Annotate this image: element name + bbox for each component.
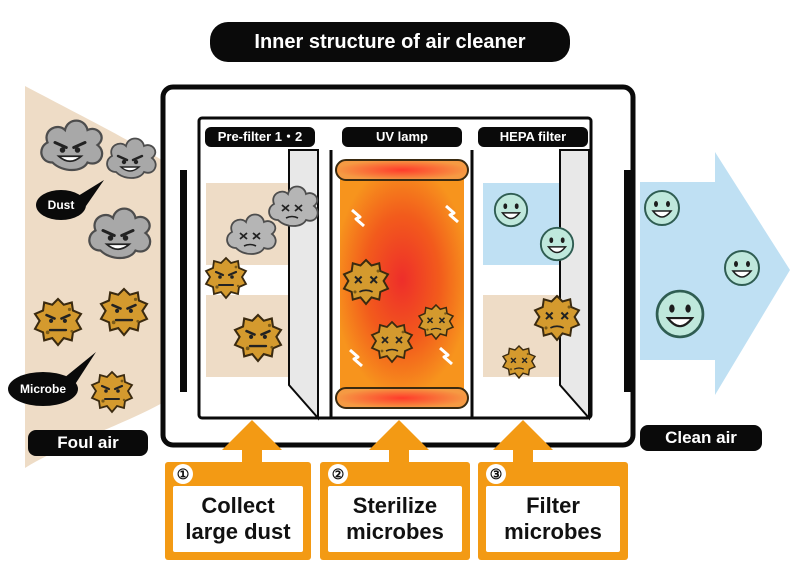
diagram-title: Inner structure of air cleaner	[210, 22, 570, 62]
arrow-up-icon	[369, 420, 429, 498]
uv-lamp-label: UV lamp	[342, 127, 462, 147]
smiley-clean-air-icon	[539, 226, 575, 262]
foul-air-label: Foul air	[28, 430, 148, 456]
pre-filter-label: Pre-filter 1・2	[205, 127, 315, 147]
clean-air-label: Clean air	[640, 425, 762, 451]
arrow-up-icon	[493, 420, 553, 498]
step-number: ①	[173, 464, 193, 484]
smiley-clean-air-icon	[655, 289, 705, 339]
step-line-1: Filter	[526, 493, 580, 518]
step-line-2: large dust	[185, 519, 291, 544]
uv-lamp-top	[335, 159, 469, 181]
foul-air-stream	[25, 86, 180, 468]
microbe-label: Microbe	[8, 372, 78, 406]
inlet-vent	[180, 170, 187, 392]
step-number: ③	[486, 464, 506, 484]
smiley-clean-air-icon	[644, 190, 680, 226]
dust-label: Dust	[36, 190, 86, 220]
uv-lamp-bottom	[335, 387, 469, 409]
arrow-up-icon	[222, 420, 282, 498]
smiley-clean-air-icon	[724, 250, 760, 286]
outlet-vent	[624, 170, 631, 392]
hepa-filter-label: HEPA filter	[478, 127, 588, 147]
smiley-clean-air-icon	[493, 192, 529, 228]
step-line-2: microbes	[346, 519, 444, 544]
clean-air-arrow	[640, 152, 790, 395]
step-line-2: microbes	[504, 519, 602, 544]
step-number: ②	[328, 464, 348, 484]
step-line-1: Sterilize	[352, 493, 438, 518]
step-line-1: Collect	[201, 493, 275, 518]
